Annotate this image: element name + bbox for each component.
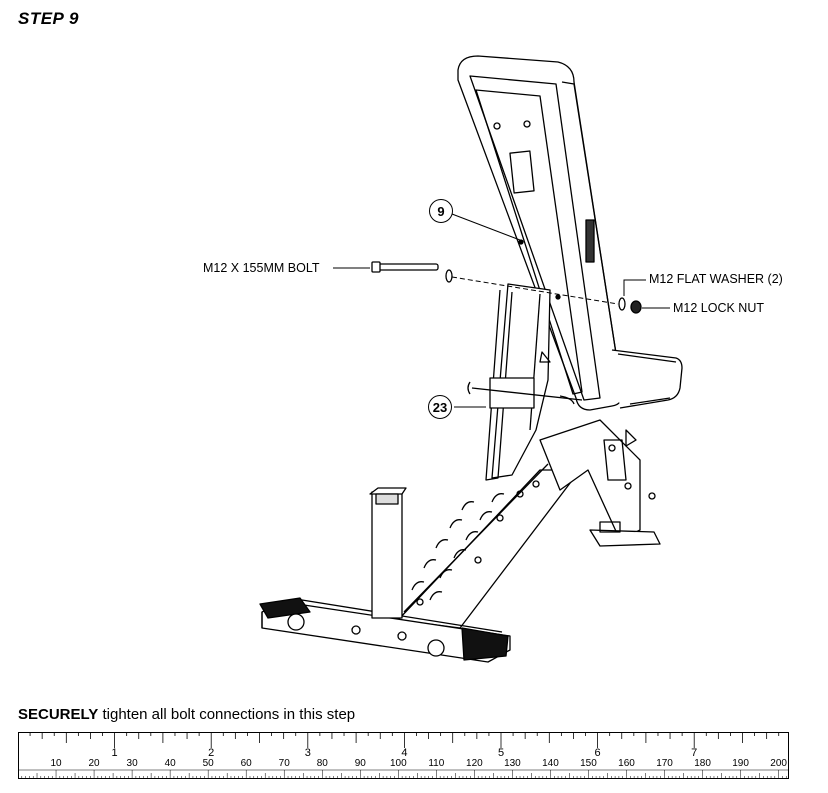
ruler-mm-label: 200: [770, 758, 787, 769]
ruler-mm-label: 190: [732, 758, 749, 769]
leader-washer: [623, 279, 646, 296]
bolt-label: M12 X 155MM BOLT: [203, 261, 320, 275]
ruler-mm-label: 150: [580, 758, 597, 769]
ruler-mm-label: 70: [279, 758, 291, 769]
front-stabilizer: [259, 597, 511, 663]
ruler-mm-label: 130: [504, 758, 521, 769]
ruler-mm-label: 50: [203, 758, 215, 769]
ruler-mm-label: 180: [694, 758, 711, 769]
vertical-post: [369, 487, 407, 619]
leader-9: [451, 213, 521, 241]
backrest-pad: [457, 55, 623, 411]
upright-frame: [467, 283, 583, 481]
callout-part-9: 9: [429, 199, 453, 223]
ruler-inch-label: 3: [305, 747, 311, 759]
ruler-mm-label: 20: [89, 758, 101, 769]
ruler-mm-label: 60: [241, 758, 253, 769]
ruler-mm-label: 120: [466, 758, 483, 769]
ruler-mm-label: 170: [656, 758, 673, 769]
washer-label: M12 FLAT WASHER (2): [649, 272, 783, 286]
instruction-body: tighten all bolt connections in this ste…: [98, 706, 356, 723]
ruler-mm-label: 80: [317, 758, 329, 769]
hardware-exploded: [371, 261, 642, 314]
alignment-line: [451, 276, 619, 305]
nut-label: M12 LOCK NUT: [673, 301, 764, 315]
ruler-inch-label: 1: [112, 747, 118, 759]
bench-assembly-diagram: [259, 55, 683, 663]
instruction-emphasis: SECURELY: [18, 706, 99, 723]
callout-part-23: 23: [428, 395, 452, 419]
ruler-mm-label: 40: [165, 758, 177, 769]
ruler-mm-label: 10: [50, 758, 62, 769]
ruler-inch-label: 6: [595, 747, 601, 759]
step-title: STEP 9: [18, 9, 79, 28]
ruler-mm-label: 110: [428, 758, 444, 769]
main-rail: [397, 463, 581, 629]
instruction-text: SECURELY tighten all bolt connections in…: [18, 706, 355, 723]
ruler-mm-label: 30: [127, 758, 139, 769]
ruler-inch-label: 7: [691, 747, 697, 759]
ruler-mm-label: 90: [355, 758, 367, 769]
ruler-mm-label: 140: [542, 758, 559, 769]
ruler-inch-label: 2: [208, 747, 214, 759]
measurement-ruler: 1 2 3 4 5 6 7 10 20 30 40 50 60 70 80 90 100 110 120 130 14…: [18, 732, 789, 779]
rear-support: [539, 419, 661, 547]
ruler-inch-label: 5: [498, 747, 504, 759]
seat-pad: [611, 349, 683, 409]
ruler-inch-label: 4: [401, 747, 407, 759]
ruler-mm-label: 100: [390, 758, 407, 769]
ruler-mm-label: 160: [618, 758, 635, 769]
